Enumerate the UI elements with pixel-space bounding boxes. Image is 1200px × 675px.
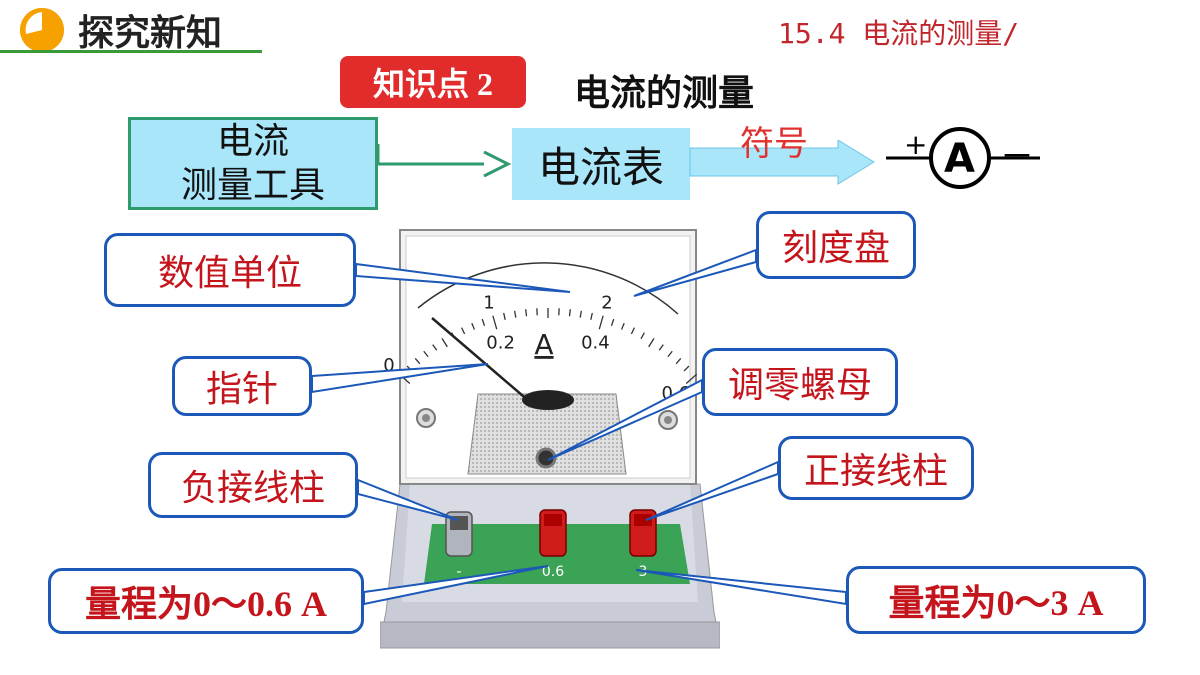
scale-tick (460, 327, 466, 335)
ammeter-box: 电流表 (512, 128, 690, 200)
section-title: 探究新知 (78, 13, 223, 54)
leader-pointer (311, 363, 489, 394)
symbol-minus: － (1000, 137, 1034, 177)
header-underline (0, 50, 262, 53)
scale-tick (471, 322, 476, 330)
knowledge-point-badge: 知识点 2 (340, 56, 526, 108)
scale-label-bottom: 0.2 (486, 333, 515, 354)
scale-tick (414, 358, 421, 365)
scale-tick (579, 310, 582, 318)
leader-neg (357, 478, 459, 521)
scale-tick (620, 322, 625, 330)
callout-zero-nut: 调零螺母 (702, 348, 898, 416)
tool-line-1: 电流 (216, 120, 289, 162)
scale-label-top: 1 (483, 292, 494, 313)
scale-label-bottom: 0.4 (581, 333, 610, 354)
scale-tick (685, 373, 698, 385)
symbol-letter: A (944, 136, 975, 182)
scale-tick (503, 312, 506, 320)
leader-range-large (635, 569, 847, 606)
scale-label-top: 2 (601, 292, 612, 313)
scale-tick (492, 315, 498, 330)
callout-dial: 刻度盘 (756, 211, 916, 279)
meter-unit-label: A (534, 328, 553, 361)
terminal-0-6 (539, 509, 567, 557)
scale-tick (598, 315, 604, 330)
leader-pos (645, 460, 779, 521)
callout-range-small: 量程为0～0.6 A (48, 568, 364, 634)
leader-dial (633, 248, 757, 297)
knowledge-point-title: 电流的测量 (574, 73, 755, 114)
scale-tick (590, 312, 593, 320)
callout-negative-terminal: 负接线柱 (148, 452, 358, 518)
callout-positive-terminal: 正接线柱 (778, 436, 974, 500)
pie-chart-icon (20, 8, 64, 52)
symbol-plus: + (904, 128, 927, 161)
callout-pointer: 指针 (172, 356, 312, 416)
scale-tick (675, 358, 682, 365)
scale-tick (481, 318, 486, 326)
tool-line-2: 测量工具 (180, 164, 325, 206)
scale-tick (423, 350, 429, 358)
scale-tick (568, 309, 571, 317)
flow-arrow-2 (689, 140, 875, 185)
scale-tick (640, 332, 645, 340)
scale-tick (648, 338, 655, 348)
ammeter-symbol: + A － (886, 127, 1040, 189)
terminal-3 (629, 509, 657, 557)
measuring-tool-box: 电流 测量工具 (128, 117, 378, 210)
scale-tick (610, 318, 615, 326)
lesson-reference: 15.4 电流的测量/ (778, 17, 1020, 50)
symbol-label: 符号 (740, 124, 808, 164)
callout-unit: 数值单位 (104, 233, 356, 307)
scale-tick (658, 344, 664, 351)
scale-tick (432, 344, 438, 351)
leader-range-small (363, 565, 549, 606)
scale-tick (667, 350, 673, 358)
scale-tick (441, 338, 448, 348)
leader-unit (355, 262, 571, 293)
meter-pointer (431, 317, 531, 403)
leader-zero (547, 378, 703, 461)
scale-tick (525, 309, 528, 317)
scale-label-top: 0 (383, 355, 394, 376)
scale-tick (630, 327, 636, 335)
terminal-label: - (456, 564, 461, 580)
scale-tick (514, 310, 517, 318)
callout-range-large: 量程为0～3 A (846, 566, 1146, 634)
flow-arrow-1 (376, 144, 512, 178)
scale-tick (683, 365, 690, 372)
pie-chart-icon-svg (20, 8, 64, 52)
terminal-label: 0.6 (542, 564, 564, 580)
negative-terminal (445, 511, 473, 557)
